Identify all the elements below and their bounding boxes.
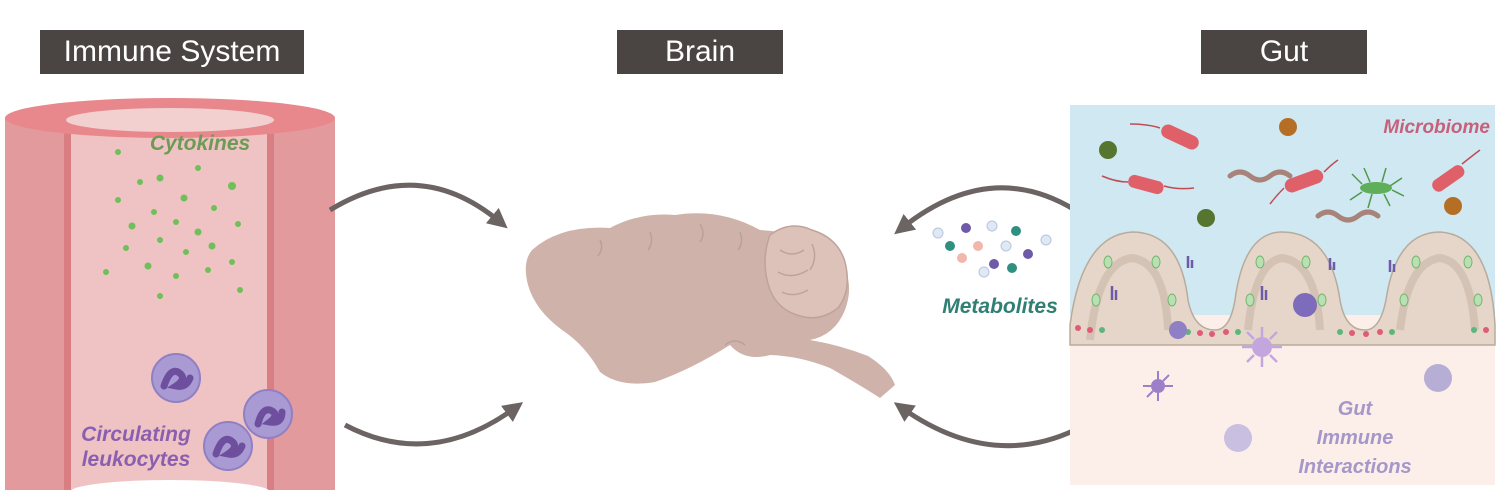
leukocyte-2 [243,389,293,439]
bacterium-green [1349,167,1405,209]
blood-vessel [5,98,335,500]
arrow-gut-to-brain-top [894,185,1077,235]
spirochete-2 [1315,209,1381,223]
label-cytokines: Cytokines [149,132,251,155]
label-leukocytes-line1: Circulating [81,423,191,446]
gut-panel [1069,105,1496,485]
spirochete-1 [1227,169,1293,183]
header-brain: Brain [617,30,783,74]
bacterium-rod-3 [1269,159,1339,205]
label-circulating-leukocytes: Circulating leukocytes [66,422,206,472]
arrow-immune-to-brain-bottom [343,402,524,447]
label-microbiome: Microbiome [1383,117,1490,138]
bacterium-rod-1 [1129,123,1199,150]
label-gut-immune-interactions: Gut Immune Interactions [1280,395,1430,482]
dendritic-cell-1 [1242,327,1282,367]
label-gut-immune-line3: Interactions [1298,456,1412,478]
arrow-immune-to-brain-top [328,182,508,229]
bacterium-rod-4 [1432,149,1481,192]
header-gut: Gut [1201,30,1367,74]
microbes [1099,118,1481,227]
leukocyte-1 [151,353,201,403]
label-leukocytes-line2: leukocytes [81,448,191,471]
label-metabolites: Metabolites [942,295,1058,318]
dendritic-cell-2 [1143,371,1173,401]
header-immune-system: Immune System [40,30,304,74]
label-gut-immune-line2: Immune [1316,427,1394,449]
bacterium-rod-2 [1101,174,1195,195]
gut-immune-cells [1143,293,1452,452]
cytokine-dots [103,149,243,299]
arrow-gut-to-brain-bottom [893,402,1077,449]
leukocyte-cells [151,353,293,471]
label-gut-immune-line1: Gut [1337,398,1373,420]
metabolite-dots [932,220,1052,278]
arrows [328,182,1077,449]
brain-illustration [525,213,895,398]
leukocyte-3 [203,421,253,471]
